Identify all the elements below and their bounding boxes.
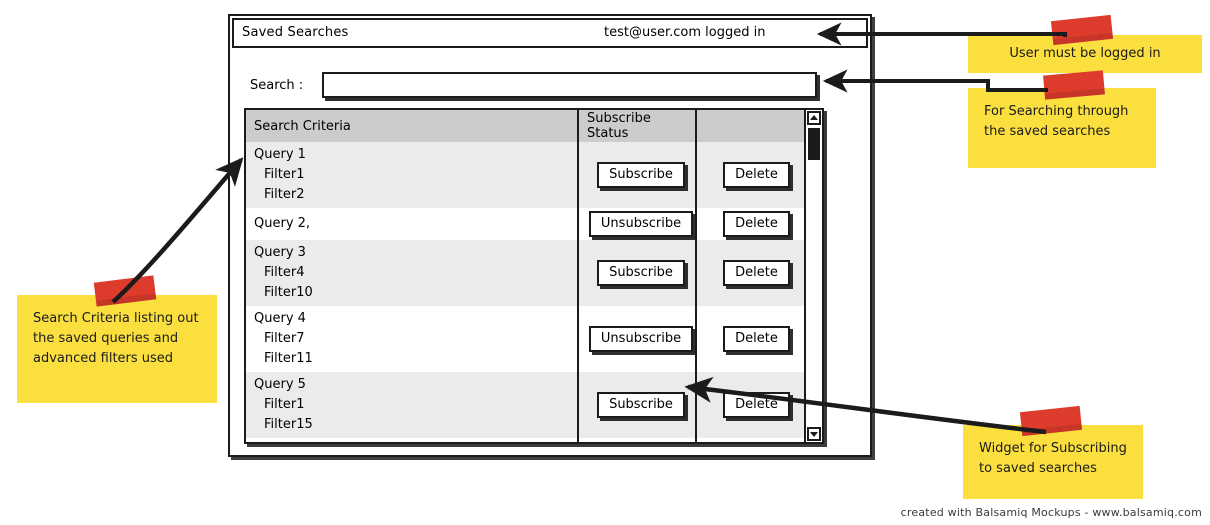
cell-subscribe-status: Subscribe: [578, 372, 697, 438]
cell-empty: [578, 438, 697, 442]
triangle-down-icon: [810, 432, 818, 437]
sticky-note-subscribe-widget: Widget for Subscribing to saved searches: [963, 405, 1143, 499]
column-header-search-criteria: Search Criteria: [246, 110, 579, 142]
tape-icon: [1050, 14, 1114, 46]
search-input[interactable]: [322, 72, 817, 98]
note-text-line: For Searching through: [984, 104, 1129, 119]
scrollbar-thumb[interactable]: [808, 128, 820, 160]
triangle-up-icon: [810, 115, 818, 120]
window-title-bar: Saved Searches test@user.com logged in: [232, 18, 868, 48]
page-title: Saved Searches: [242, 25, 349, 40]
saved-searches-grid: Search Criteria Subscribe Status Query 1…: [246, 110, 804, 442]
sticky-note-search-criteria: Search Criteria listing out the saved qu…: [17, 275, 217, 403]
login-status-text: test@user.com logged in: [604, 25, 766, 40]
note-text-line: Search Criteria listing out: [33, 311, 199, 326]
app-window: Saved Searches test@user.com logged in S…: [228, 14, 872, 457]
query-name: Query 5: [254, 377, 306, 392]
note-text-line: the saved queries and: [33, 331, 179, 346]
column-header-subscribe-status: Subscribe Status: [578, 110, 697, 142]
subscribe-button[interactable]: Subscribe: [597, 260, 685, 286]
search-label: Search :: [250, 78, 304, 93]
filter-name: Filter10: [264, 285, 313, 300]
scrollbar-up-button[interactable]: [807, 111, 821, 125]
scrollbar-down-button[interactable]: [807, 427, 821, 441]
unsubscribe-button[interactable]: Unsubscribe: [588, 326, 694, 352]
filter-name: Filter2: [264, 187, 305, 202]
sticky-note-searching: For Searching through the saved searches: [968, 70, 1156, 168]
cell-subscribe-status: Unsubscribe: [578, 208, 697, 240]
cell-subscribe-status: Unsubscribe: [578, 306, 697, 372]
table-scrollbar[interactable]: [804, 110, 822, 442]
footer-credit: created with Balsamiq Mockups - www.bals…: [900, 506, 1202, 519]
cell-actions: Delete: [696, 208, 804, 240]
cell-search-criteria: Query 1 Filter1 Filter2: [246, 142, 579, 208]
cell-search-criteria: Query 4 Filter7 Filter11: [246, 306, 579, 372]
query-name: Query 4: [254, 311, 306, 326]
query-name: Query 3: [254, 245, 306, 260]
subscribe-button[interactable]: Subscribe: [597, 392, 685, 418]
unsubscribe-button[interactable]: Unsubscribe: [588, 211, 694, 237]
table-header-row: Search Criteria Subscribe Status: [246, 110, 804, 142]
query-name: Query 2,: [254, 216, 311, 231]
table-row: Query 5 Filter1 Filter15 Subscribe Delet…: [246, 372, 804, 438]
note-text-line: to saved searches: [979, 461, 1097, 476]
cell-actions: Delete: [696, 306, 804, 372]
tape-icon: [1043, 70, 1105, 100]
cell-empty: [696, 438, 804, 442]
query-name: Query 1: [254, 147, 306, 162]
note-text-line: advanced filters used: [33, 351, 174, 366]
delete-button[interactable]: Delete: [723, 260, 790, 286]
cell-search-criteria: Query 5 Filter1 Filter15: [246, 372, 579, 438]
cell-search-criteria: Query 2,: [246, 208, 579, 240]
tape-icon: [1019, 405, 1083, 437]
filter-name: Filter1: [264, 167, 305, 182]
table-empty-row: [246, 438, 804, 442]
cell-search-criteria: Query 3 Filter4 Filter10: [246, 240, 579, 306]
filter-name: Filter11: [264, 351, 313, 366]
filter-name: Filter7: [264, 331, 305, 346]
cell-actions: Delete: [696, 142, 804, 208]
note-text: User must be logged in: [1009, 46, 1161, 61]
cell-actions: Delete: [696, 240, 804, 306]
column-header-actions: [696, 110, 804, 142]
table-scroll-area: Search Criteria Subscribe Status Query 1…: [246, 110, 804, 442]
table-row: Query 1 Filter1 Filter2 Subscribe Delete: [246, 142, 804, 208]
cell-subscribe-status: Subscribe: [578, 240, 697, 306]
table-row: Query 4 Filter7 Filter11 Unsubscribe Del…: [246, 306, 804, 372]
table-row: Query 2, Unsubscribe Delete: [246, 208, 804, 240]
filter-name: Filter4: [264, 265, 305, 280]
delete-button[interactable]: Delete: [723, 392, 790, 418]
delete-button[interactable]: Delete: [723, 211, 790, 237]
cell-actions: Delete: [696, 372, 804, 438]
table-row: Query 3 Filter4 Filter10 Subscribe Delet…: [246, 240, 804, 306]
note-text-line: Widget for Subscribing: [979, 441, 1127, 456]
delete-button[interactable]: Delete: [723, 162, 790, 188]
filter-name: Filter15: [264, 417, 313, 432]
tape-icon: [93, 275, 157, 307]
filter-name: Filter1: [264, 397, 305, 412]
saved-searches-table: Search Criteria Subscribe Status Query 1…: [244, 108, 824, 444]
cell-empty: [246, 438, 579, 442]
search-row: Search :: [250, 72, 850, 102]
cell-subscribe-status: Subscribe: [578, 142, 697, 208]
subscribe-button[interactable]: Subscribe: [597, 162, 685, 188]
note-text-line: the saved searches: [984, 124, 1111, 139]
sticky-note-logged-in: User must be logged in: [968, 14, 1202, 73]
delete-button[interactable]: Delete: [723, 326, 790, 352]
